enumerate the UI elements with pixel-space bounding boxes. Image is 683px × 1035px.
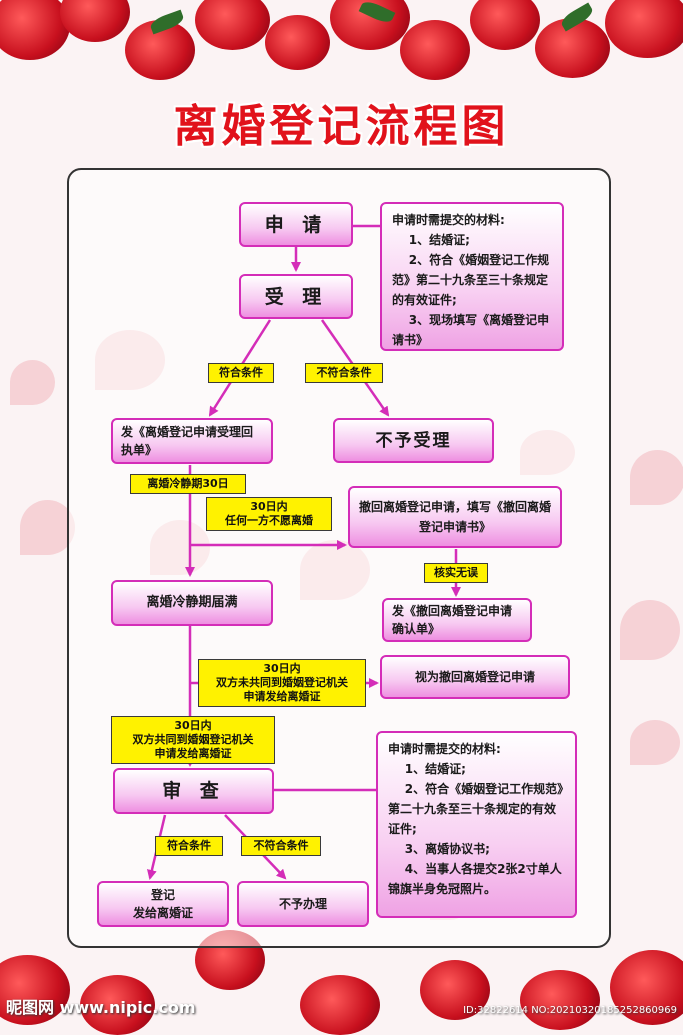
rose-decoration bbox=[420, 960, 490, 1020]
label-within-30-any: 30日内 任何一方不愿离婚 bbox=[206, 497, 332, 531]
materials-note-review: 申请时需提交的材料: 1、结婚证; 2、符合《婚姻登记工作规范》第二十九条至三十… bbox=[376, 731, 577, 918]
materials-note-line: 3、现场填写《离婚登记申请书》 bbox=[392, 313, 550, 347]
watermark-id: ID:32822614 NO:20210320185252860969 bbox=[463, 1005, 677, 1016]
step-reject: 不予受理 bbox=[333, 418, 494, 463]
materials-note-line: 2、符合《婚姻登记工作规范》第二十九条至三十条规定的有效证件; bbox=[392, 253, 550, 307]
petal-decoration bbox=[630, 450, 683, 505]
step-withdraw: 撤回离婚登记申请，填写《撤回离婚登记申请书》 bbox=[348, 486, 562, 548]
step-receipt: 发《离婚登记申请受理回执单》 bbox=[111, 418, 273, 464]
step-refuse: 不予办理 bbox=[237, 881, 369, 927]
label-not-qualify-1: 不符合条件 bbox=[305, 363, 383, 383]
petal-decoration bbox=[10, 360, 55, 405]
petal-decoration bbox=[620, 600, 680, 660]
materials-note-heading: 申请时需提交的材料: bbox=[388, 742, 501, 756]
rose-decoration bbox=[0, 955, 70, 1025]
materials-note-heading: 申请时需提交的材料: bbox=[392, 213, 505, 227]
rose-decoration bbox=[470, 0, 540, 50]
rose-decoration bbox=[195, 0, 270, 50]
step-apply: 申 请 bbox=[239, 202, 353, 247]
materials-note-line: 2、符合《婚姻登记工作规范》第二十九条至三十条规定的有效证件; bbox=[388, 782, 564, 836]
rose-decoration bbox=[400, 20, 470, 80]
rose-decoration bbox=[610, 950, 683, 1025]
label-verify: 核实无误 bbox=[424, 563, 488, 583]
label-within-30-joint: 30日内 双方共同到婚姻登记机关 申请发给离婚证 bbox=[111, 716, 275, 764]
rose-decoration bbox=[535, 18, 610, 78]
label-not-qualify-2: 不符合条件 bbox=[241, 836, 321, 856]
petal-decoration bbox=[630, 720, 680, 765]
materials-note-line: 1、结婚证; bbox=[388, 762, 466, 776]
rose-decoration bbox=[520, 970, 600, 1030]
label-cooling: 离婚冷静期30日 bbox=[130, 474, 246, 494]
materials-note-line: 4、当事人各提交2张2寸单人锦旗半身免冠照片。 bbox=[388, 862, 562, 896]
label-qualify-2: 符合条件 bbox=[155, 836, 223, 856]
step-deemed-withdraw: 视为撤回离婚登记申请 bbox=[380, 655, 570, 699]
watermark-logo: 昵图网 www.nipic.com bbox=[6, 998, 196, 1017]
step-accept: 受 理 bbox=[239, 274, 353, 319]
step-confirm: 发《撤回离婚登记申请确认单》 bbox=[382, 598, 532, 642]
step-review: 审 查 bbox=[113, 768, 274, 814]
rose-decoration bbox=[605, 0, 683, 58]
step-cooling-end: 离婚冷静期届满 bbox=[111, 580, 273, 626]
materials-note-apply: 申请时需提交的材料: 1、结婚证; 2、符合《婚姻登记工作规范》第二十九条至三十… bbox=[380, 202, 564, 351]
materials-note-line: 1、结婚证; bbox=[392, 233, 470, 247]
rose-decoration bbox=[265, 15, 330, 70]
label-qualify-1: 符合条件 bbox=[208, 363, 274, 383]
label-within-30-not-joint: 30日内 双方未共同到婚姻登记机关 申请发给离婚证 bbox=[198, 659, 366, 707]
materials-note-line: 3、离婚协议书; bbox=[388, 842, 490, 856]
step-register: 登记 发给离婚证 bbox=[97, 881, 229, 927]
petal-decoration bbox=[20, 500, 75, 555]
page-title: 离婚登记流程图 bbox=[173, 101, 510, 152]
